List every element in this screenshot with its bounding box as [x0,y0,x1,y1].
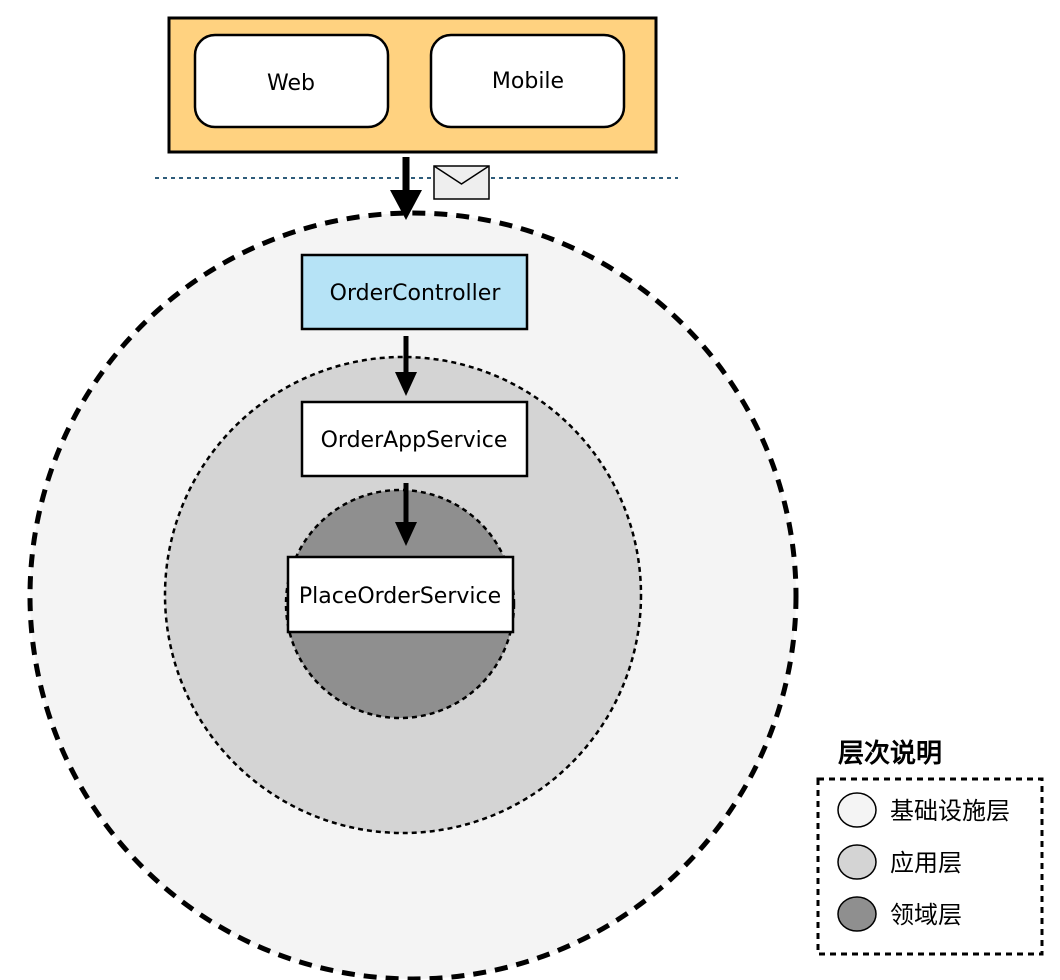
app-to-domain-arrow [395,483,417,546]
legend-label-application: 应用层 [890,849,962,877]
envelope-icon [433,165,490,200]
place-order-service-box[interactable] [286,555,515,634]
mobile-client-label: Mobile [492,69,564,94]
legend-swatch-domain [837,896,877,932]
order-app-service-label: OrderAppService [321,428,508,453]
order-controller-box[interactable] [300,253,529,331]
request-arrow [390,157,422,220]
legend-label-domain: 领域层 [890,901,962,929]
order-app-service-box[interactable] [300,400,529,478]
legend-swatch-application [837,844,877,880]
legend-swatch-infrastructure [837,792,877,828]
place-order-service-label: PlaceOrderService [299,584,501,609]
web-client-box[interactable] [193,33,390,129]
mobile-client-box[interactable] [429,33,626,129]
legend-title: 层次说明 [838,739,942,769]
controller-to-app-arrow [395,336,417,396]
web-client-label: Web [267,71,315,96]
legend-label-infrastructure: 基础设施层 [890,797,1010,825]
order-controller-label: OrderController [330,281,502,306]
